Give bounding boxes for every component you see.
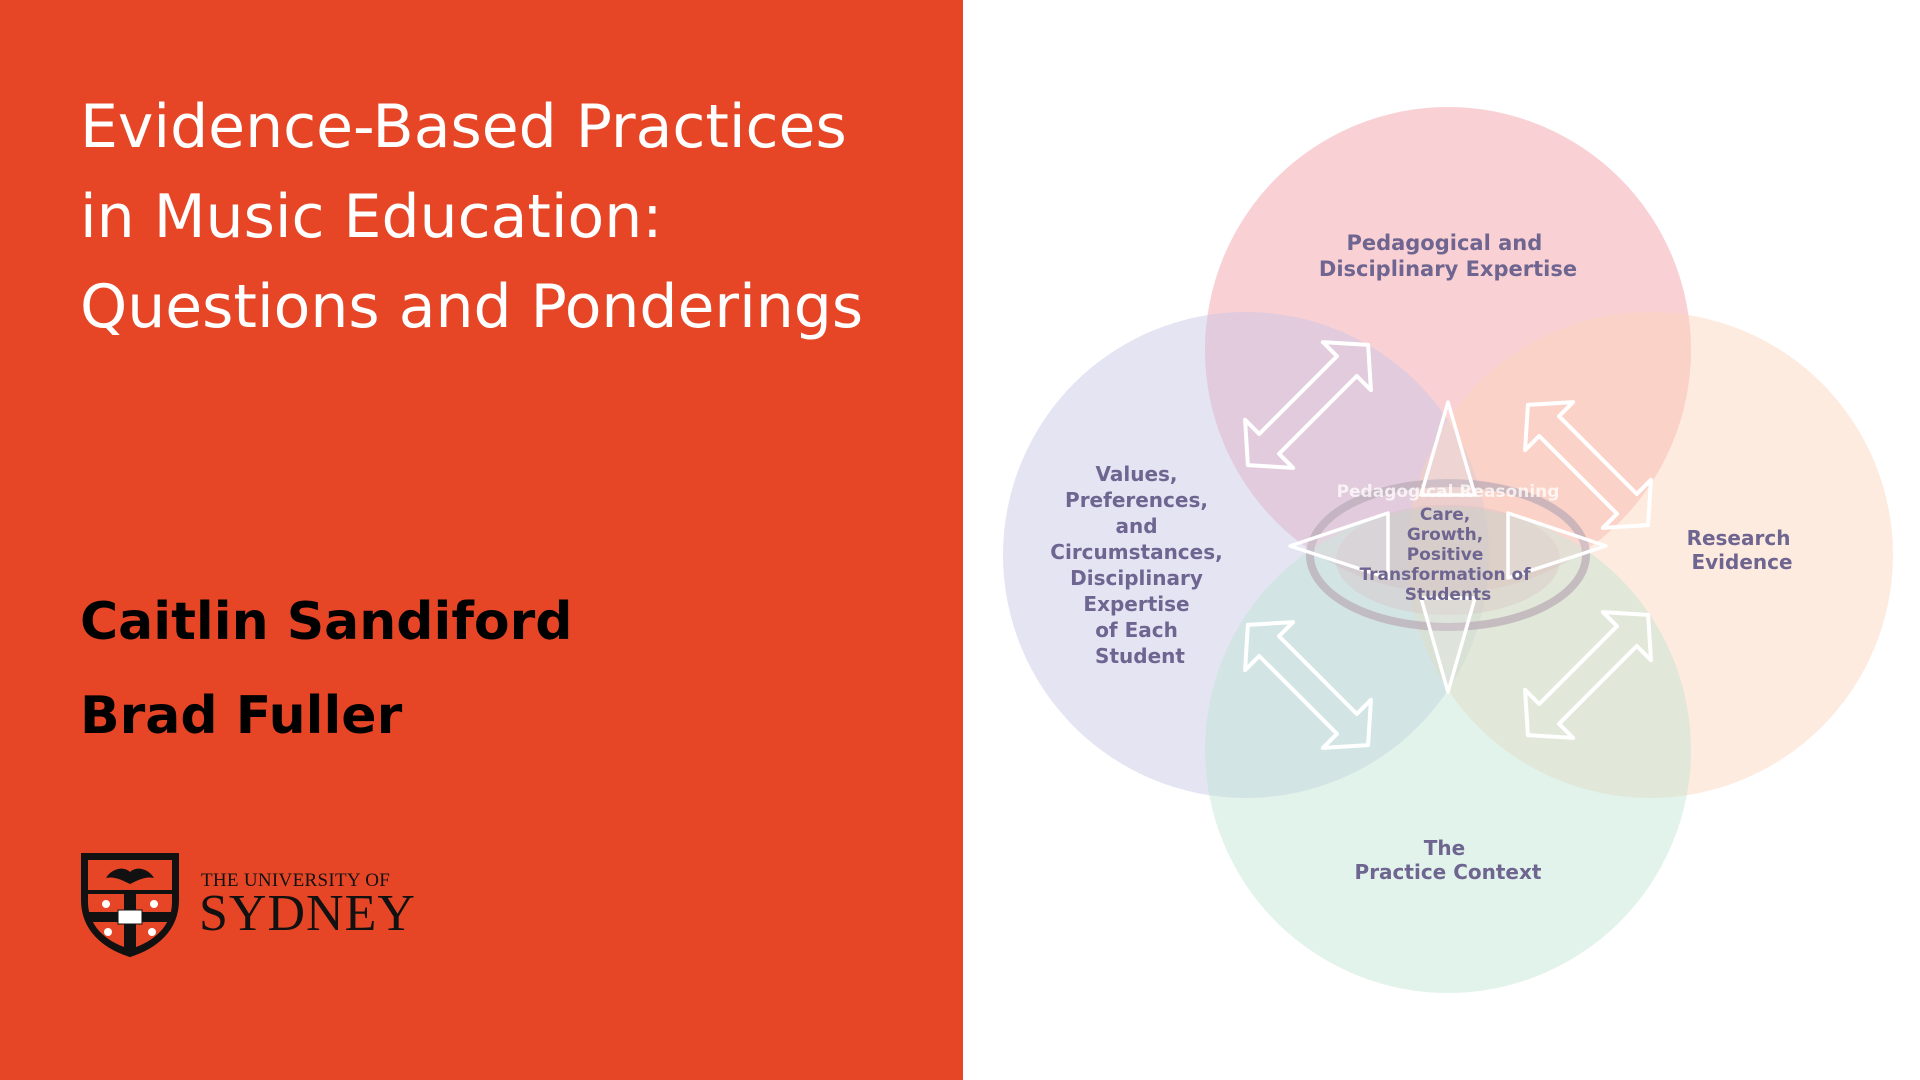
university-logo: THE UNIVERSITY OF SYDNEY: [78, 850, 415, 960]
double-arrow-icon: [1243, 340, 1373, 470]
university-crest-icon: [81, 853, 179, 958]
label-values-preferences: Values, Preferences, and Circumstances, …: [1050, 462, 1229, 668]
center-core: [1336, 505, 1560, 615]
double-arrow-icon: [1523, 610, 1653, 740]
title-line-1: Evidence-Based Practices: [80, 92, 847, 162]
double-arrow-icon: [1243, 620, 1373, 750]
label-center-care-growth: Care, Growth, Positive Transformation of…: [1359, 505, 1536, 605]
logo-text-sydney: SYDNEY: [199, 885, 416, 942]
circle-pedagogical-expertise: [1205, 107, 1691, 593]
triangle-arrow-icon: [1288, 400, 1608, 694]
author-name-1: Caitlin Sandiford: [80, 592, 573, 652]
slide-title: Evidence-Based Practices in Music Educat…: [80, 82, 940, 352]
circle-practice-context: [1205, 507, 1691, 993]
author-name-2: Brad Fuller: [80, 686, 403, 746]
pedagogical-reasoning-ring: [1306, 479, 1590, 631]
label-practice-context: The Practice Context: [1355, 836, 1542, 884]
circle-values-preferences: [1003, 312, 1489, 798]
logo-text-the-university-of: THE UNIVERSITY OF: [201, 870, 391, 891]
label-research-evidence: Research Evidence: [1687, 526, 1798, 574]
venn-diagram: Pedagogical Reasoning Pedagogical and Di…: [1003, 107, 1893, 993]
circle-research-evidence: [1407, 312, 1893, 798]
label-pedagogical-expertise: Pedagogical and Disciplinary Expertise: [1319, 231, 1577, 281]
title-panel: Evidence-Based Practices in Music Educat…: [0, 0, 963, 1080]
ring-label: Pedagogical Reasoning: [1337, 482, 1560, 502]
title-line-2: in Music Education:: [80, 182, 663, 252]
double-arrow-icon: [1523, 400, 1653, 530]
title-line-3: Questions and Ponderings: [80, 272, 864, 342]
